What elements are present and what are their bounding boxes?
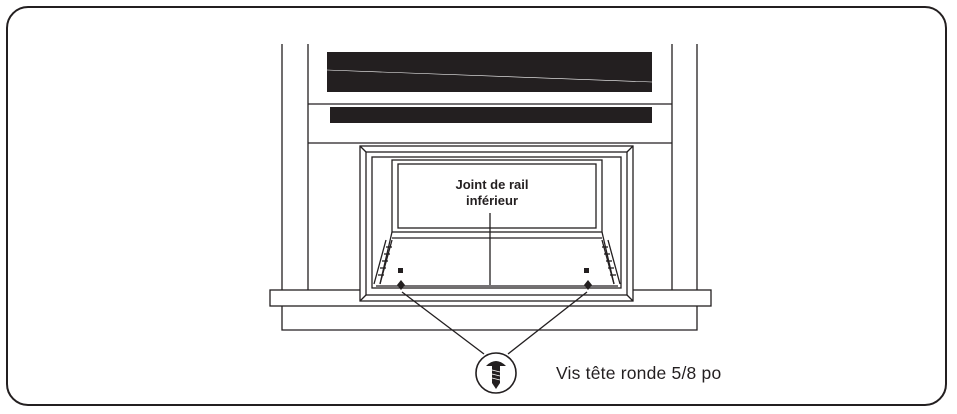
rail-gasket-label: Joint de rail inférieur	[418, 177, 566, 209]
window-frame	[281, 44, 698, 290]
unit-frame	[359, 145, 634, 302]
rail-screw-left	[397, 268, 405, 290]
diagram-frame	[6, 6, 947, 406]
round-head-screw-icon	[475, 352, 517, 394]
screw-leader-lines	[401, 291, 588, 355]
rail-gasket-label-line2: inférieur	[465, 193, 518, 208]
upper-sash	[326, 52, 653, 123]
rail-gasket-label-line1: Joint de rail	[455, 177, 529, 192]
left-track	[373, 239, 393, 285]
screw-label: Vis tête ronde 5/8 po	[556, 363, 722, 383]
right-track	[601, 239, 621, 285]
rail-screw-right	[584, 268, 592, 290]
